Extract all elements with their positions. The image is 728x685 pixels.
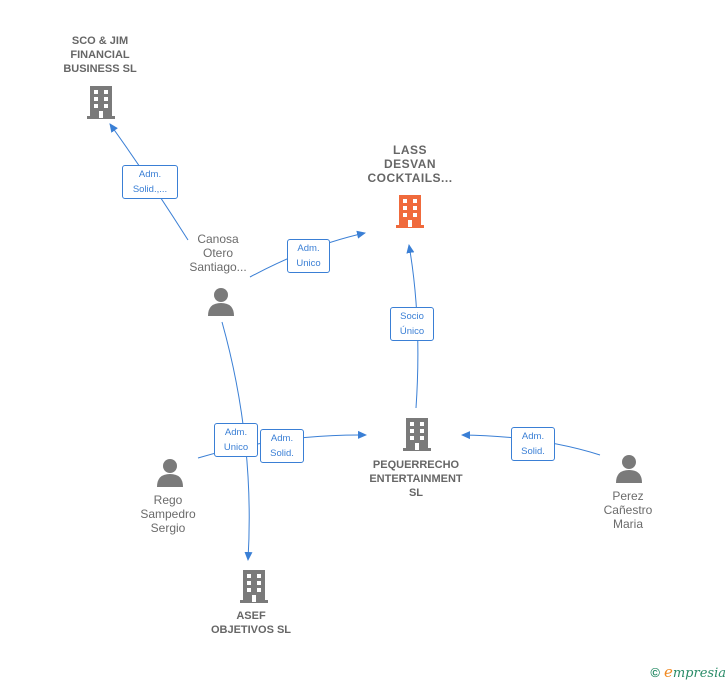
company-label-asef[interactable]: ASEF OBJETIVOS SL	[210, 610, 292, 636]
edge-label-canosa-lass[interactable]: Adm. Unico	[287, 239, 330, 273]
building-icon[interactable]	[238, 568, 270, 604]
edge-label-canosa-asef[interactable]: Adm. Unico	[214, 423, 258, 457]
person-label-rego[interactable]: Rego Sampedro Sergio	[140, 493, 196, 535]
building-icon[interactable]	[401, 416, 433, 452]
person-label-canosa[interactable]: Canosa Otero Santiago...	[189, 232, 247, 274]
building-icon-main[interactable]	[394, 193, 426, 229]
edge-label-rego-pequerrecho[interactable]: Adm. Solid.	[260, 429, 304, 463]
edge-label-perez-pequerrecho[interactable]: Adm. Solid.	[511, 427, 555, 461]
brand-name: mpresia	[672, 666, 726, 681]
person-icon[interactable]	[614, 453, 644, 483]
company-label-lass-desvan[interactable]: LASS DESVAN COCKTAILS...	[367, 143, 453, 185]
edge-label-pequerrecho-lass[interactable]: Socio Único	[390, 307, 434, 341]
company-label-sco-jim[interactable]: SCO & JIM FINANCIAL BUSINESS SL	[63, 35, 137, 75]
company-label-pequerrecho[interactable]: PEQUERRECHO ENTERTAINMENT SL	[369, 459, 463, 499]
brand-e: e	[663, 663, 673, 681]
brand-logo: ©empresia	[650, 663, 726, 681]
person-icon[interactable]	[206, 286, 236, 316]
person-icon[interactable]	[155, 457, 185, 487]
building-icon[interactable]	[85, 84, 117, 120]
person-label-perez[interactable]: Perez Cañestro Maria	[603, 489, 653, 531]
copyright-icon: ©	[650, 665, 660, 680]
edge-label-canosa-sco[interactable]: Adm. Solid.,...	[122, 165, 178, 199]
